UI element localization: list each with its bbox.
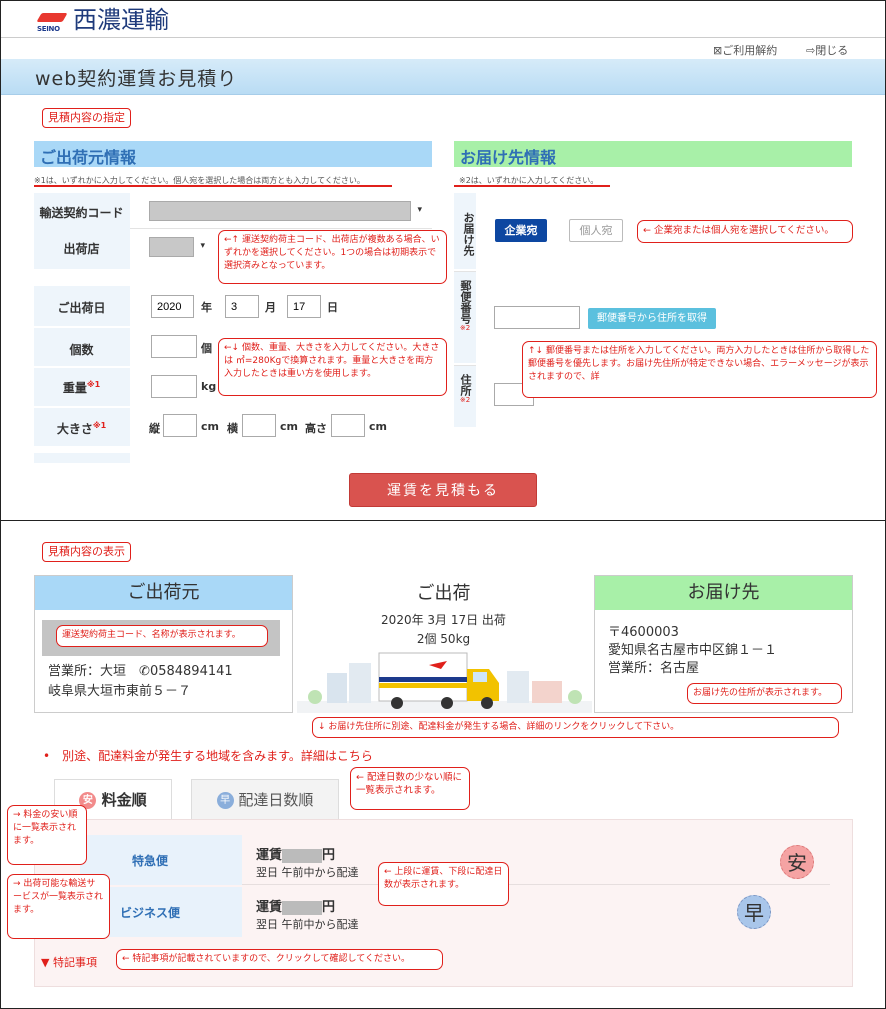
address-label: 住所 [459,374,472,396]
estimate-button[interactable]: 運賃を見積もる [349,473,537,507]
seino-logo: SEINO 西濃運輸 [36,6,169,34]
weight-label: 重量※1 [62,380,101,395]
origin-heading: ご出荷元 [35,576,292,610]
dest-type-label: お届け先 [454,193,476,269]
address-required-mark: ※2 [459,396,471,404]
shipment-summary: ご出荷 2020年 3月 17日 出荷 2個 50kg [301,579,586,647]
weight-input[interactable] [151,375,197,398]
logo-mark-icon: SEINO [36,9,68,33]
shipment-date: 2020年 3月 17日 出荷 [381,613,506,627]
ship-day-input[interactable] [287,295,321,318]
special-notes-link[interactable]: ▼ 特記事項 [41,956,97,969]
postal-lookup-button[interactable]: 郵便番号から住所を取得 [588,308,716,329]
special-notes-callout: ← 特記事項が記載されていますので、クリックして確認してください。 [116,949,443,970]
size-unit-1: cm [201,420,219,433]
terms-link[interactable]: ⊠ご利用解約 [713,44,778,57]
close-link[interactable]: ⇨閉じる [806,44,849,57]
tab-callout: ← 配達日数の少ない順に一覧表示されます。 [350,767,470,810]
destination-postal: 〒4600003 [608,625,679,640]
bullet-icon: • [43,749,63,763]
postal-required-mark: ※2 [459,324,471,332]
brand-name: 西濃運輸 [73,6,169,34]
destination-address: 愛知県名古屋市中区錦１－１ [608,643,778,658]
destination-office: 営業所：名古屋 [608,661,700,676]
fare-callout: ← 上段に運賃、下段に配達日数が表示されます。 [378,862,509,906]
store-callout: ←↑ 運送契約荷主コード、出荷店が複数ある場合、いずれかを選択してください。1つ… [218,230,447,284]
destination-callout: お届け先の住所が表示されます。 [687,683,842,704]
delivery-truck-illustration [297,652,592,713]
shipper-note: ※1は、いずれかに入力してください。個人宛を選択した場合は両方とも入力してくださ… [34,176,365,185]
extra-fee-notice[interactable]: • 別途、配達料金が発生する地域を含みます。詳細はこちら [43,749,373,763]
delivery-note-underline [454,185,610,187]
fast-stamp-icon: 早 [737,895,771,929]
postal-code-input[interactable] [494,306,580,329]
origin-callout: 運送契約荷主コード、名称が表示されます。 [56,625,268,647]
size-label: 大きさ※1 [56,421,107,436]
count-label: 個数 [69,343,94,357]
page-title: web契約運賃お見積り [35,68,238,90]
close-box-icon: ⊠ [713,44,723,57]
size-callout: ←↓ 個数、重量、大きさを入力してください。大きさは ㎥=280Kgで換算されま… [218,338,447,396]
size-unit-2: cm [280,420,298,433]
delivery-heading: お届け先情報 [454,141,852,167]
postal-callout: ↑↓ 郵便番号または住所を入力してください。両方入力したときは住所から取得した郵… [522,341,877,398]
tab-delivery-days-order[interactable]: 早 配達日数順 [191,779,339,819]
service-delivery: 翌日 午前中から配達 [256,918,359,931]
personal-button[interactable]: 個人宛 [569,219,623,242]
delivery-note: ※2は、いずれかに入力してください。 [459,176,599,185]
size-length-label: 縦 [149,422,160,435]
origin-address: 岐阜県大垣市東前５－７ [48,684,192,699]
count-input[interactable] [151,335,197,358]
shipment-qty: 2個 50kg [416,632,471,646]
extra-fee-callout: ↓ お届け先住所に別途、配達料金が発生する場合、詳細のリンクをクリックして下さい… [312,717,839,738]
exit-icon: ⇨ [806,44,816,57]
shipper-note-underline [34,185,392,187]
ship-year-input[interactable] [151,295,194,318]
store-select[interactable] [149,237,205,257]
page-banner: web契約運賃お見積り [1,59,885,95]
size-height-input[interactable] [331,414,365,437]
fast-badge-icon: 早 [216,792,234,809]
month-unit: 月 [265,301,276,314]
contract-code-label: 輸送契約コード [39,206,124,220]
service-name: 特急便 [132,854,169,868]
cheap-badge-icon: 安 [79,792,97,809]
destination-heading: お届け先 [595,576,852,610]
size-width-input[interactable] [242,414,276,437]
service-name: ビジネス便 [120,906,181,920]
result-section-tag: 見積内容の表示 [42,542,131,562]
size-length-input[interactable] [163,414,197,437]
contract-code-select[interactable] [149,201,422,221]
phone-icon: ✆ [139,664,150,679]
cheap-order-callout: → 料金の安い順に一覧表示されます。 [7,805,87,865]
service-list-callout: → 出荷可能な輸送サービスが一覧表示されます。 [7,874,110,939]
shipper-heading: ご出荷元情報 [34,141,432,167]
service-fare: 運賃円 [256,900,336,915]
cheap-stamp-icon: 安 [780,845,814,879]
origin-office: 営業所：大垣 ✆0584894141 [48,664,233,679]
store-label: 出荷店 [63,242,100,256]
dest-type-callout: ← 企業宛または個人宛を選択してください。 [637,220,853,243]
year-unit: 年 [201,301,212,314]
size-width-label: 横 [227,422,238,435]
service-fare: 運賃円 [256,848,336,863]
ship-month-input[interactable] [225,295,259,318]
day-unit: 日 [327,301,338,314]
top-utility-bar: ⊠ご利用解約 ⇨閉じる [1,37,885,59]
count-unit: 個 [201,342,212,355]
corporate-button[interactable]: 企業宛 [495,219,547,242]
shipment-heading: ご出荷 [416,583,471,604]
service-delivery: 翌日 午前中から配達 [256,866,359,879]
size-height-label: 高さ [305,422,327,435]
input-section-tag: 見積内容の指定 [42,108,131,128]
weight-unit: kg [201,380,217,393]
ship-date-label: ご出荷日 [57,301,106,315]
size-unit-3: cm [369,420,387,433]
postal-label: 郵便番号 [459,280,472,324]
section-divider [1,520,885,521]
